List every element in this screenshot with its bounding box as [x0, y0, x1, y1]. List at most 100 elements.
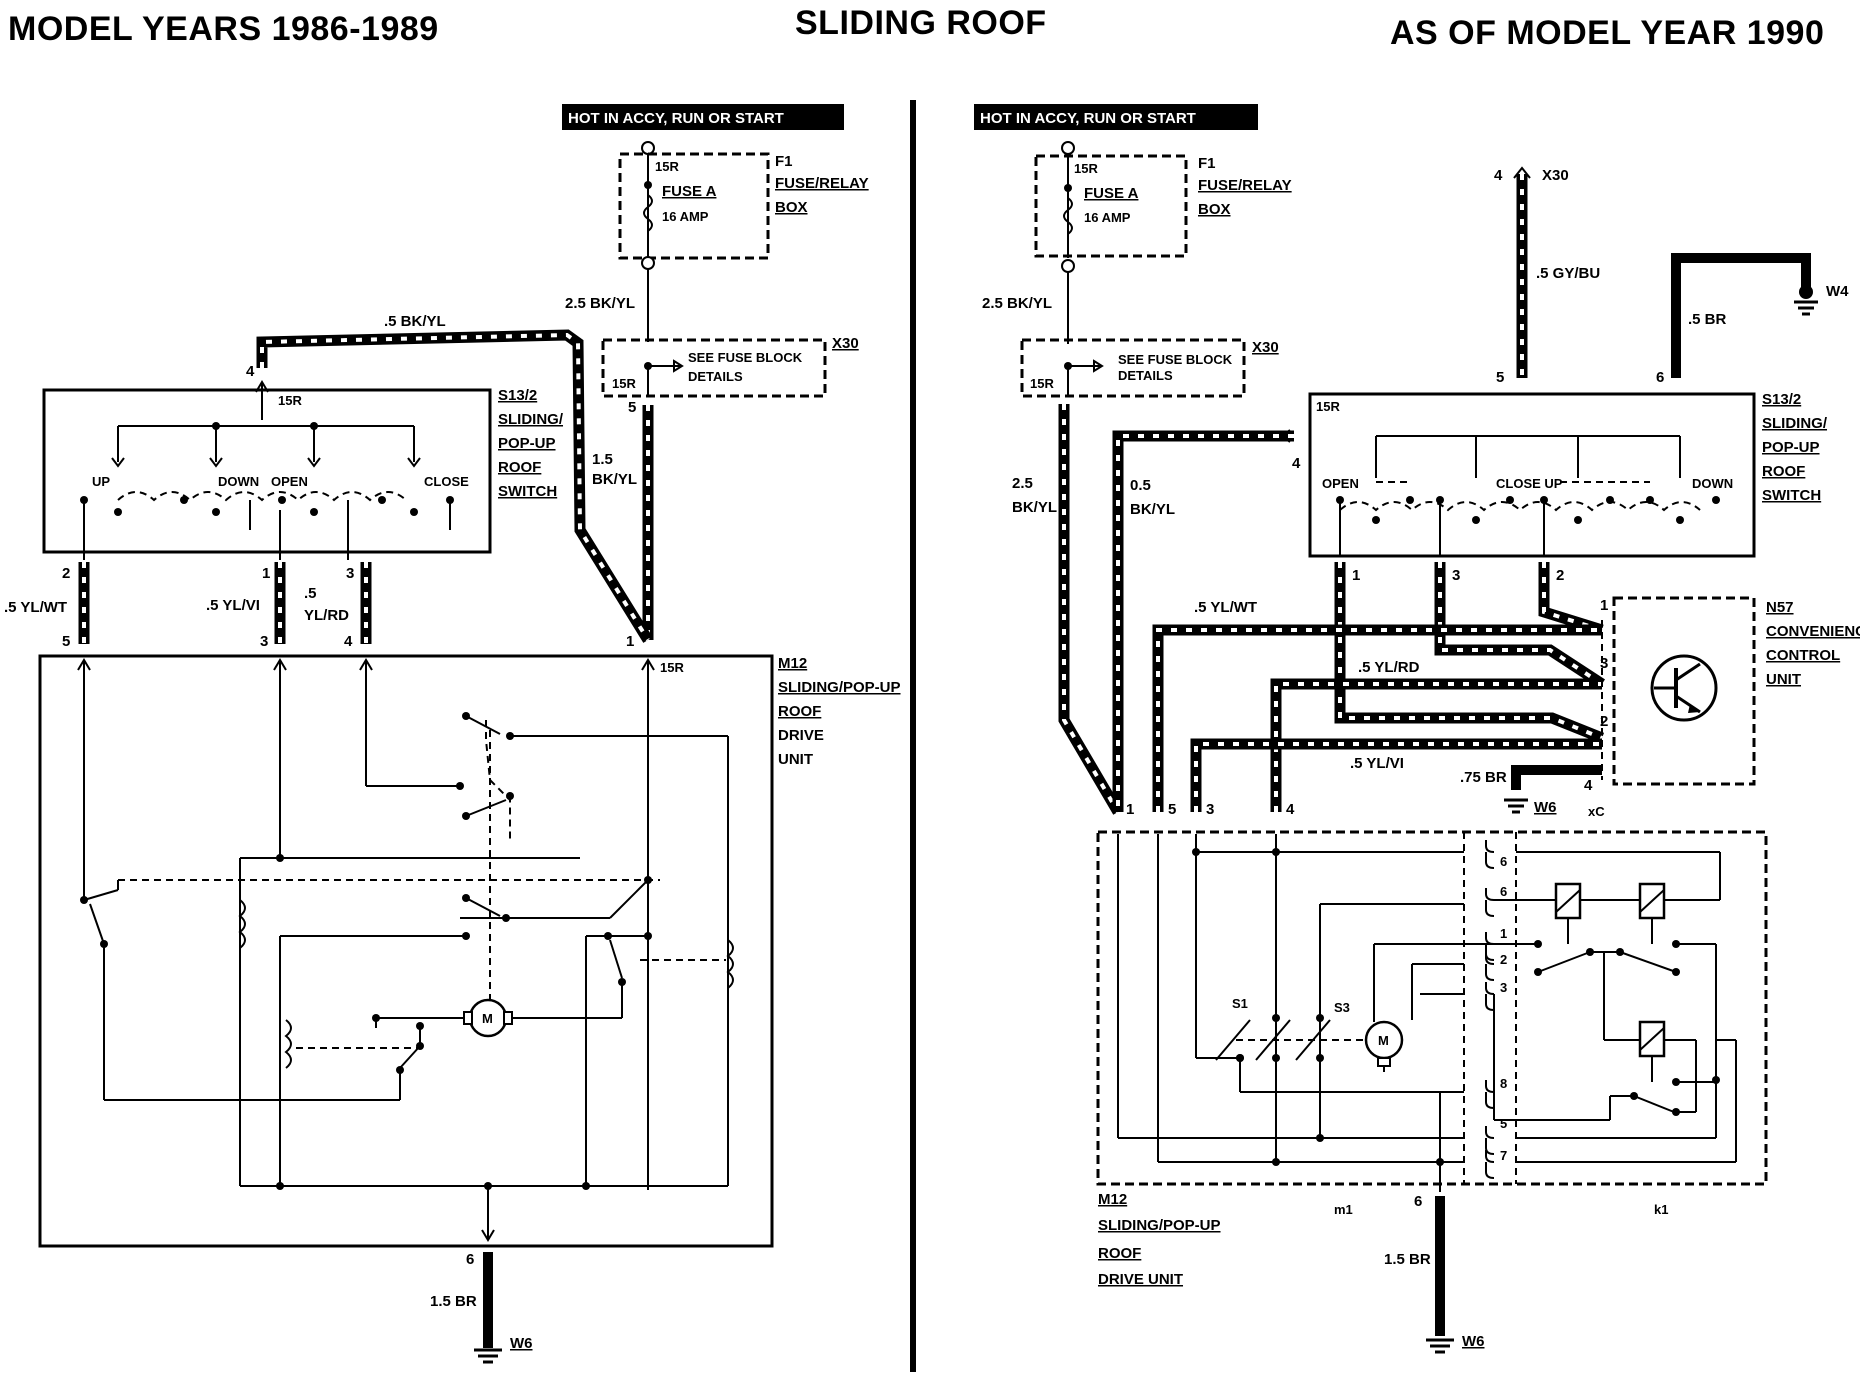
right-drive-id: M12 — [1098, 1191, 1127, 1208]
right-wire-rd: .5 YL/RD — [1358, 659, 1420, 676]
left-switch-label-close: CLOSE — [424, 474, 469, 489]
right-ground-wire-label: 1.5 BR — [1384, 1251, 1431, 1268]
right-switch-pin-feed: 4 — [1292, 455, 1301, 472]
right-drive-pin-1: 1 — [1126, 801, 1134, 818]
left-wire-w3-size: .5 — [304, 585, 317, 602]
right-w4-label: W4 — [1826, 283, 1849, 300]
right-drive-pin-4: 4 — [1286, 801, 1295, 818]
right-inner-pin-6: 5 — [1500, 1116, 1507, 1131]
right-gy-label: .5 GY/BU — [1536, 265, 1600, 282]
right-drive-line1: SLIDING/POP-UP — [1098, 1217, 1221, 1234]
right-fuse-block-id: X30 — [1252, 339, 1279, 356]
left-fuse-box — [618, 152, 770, 260]
right-w6-mid-ground-symbol — [1504, 798, 1528, 814]
right-switch-terminal: 15R — [1316, 399, 1340, 414]
left-switch-pin-feed: 4 — [246, 363, 255, 380]
right-inner-pin-4: 3 — [1500, 980, 1507, 995]
left-fuse-box-line1: FUSE/RELAY — [775, 175, 869, 192]
right-transistor-icon — [1650, 654, 1718, 722]
left-fuse-box-id: F1 — [775, 153, 793, 170]
left-drive-pin-3: 3 — [260, 633, 268, 650]
left-wire-w2: .5 YL/WT — [4, 599, 67, 616]
right-br-label: .5 BR — [1688, 311, 1727, 328]
left-switch-label-open: OPEN — [271, 474, 308, 489]
right-m1-label: m1 — [1334, 1202, 1353, 1217]
right-control-unit-pin-1: 1 — [1600, 597, 1608, 614]
right-control-unit-box — [1612, 596, 1756, 786]
left-fuse-block-line1: SEE FUSE BLOCK — [688, 350, 803, 365]
right-hot-label-bg — [974, 104, 1258, 130]
right-fuse-rating: 16 AMP — [1084, 210, 1131, 225]
left-switch-pin-3: 3 — [346, 565, 354, 582]
left-fuse-block-line2: DETAILS — [688, 369, 743, 384]
right-switch-box — [1308, 392, 1756, 558]
left-drive-line2: ROOF — [778, 703, 821, 720]
left-switch-line2: POP-UP — [498, 435, 556, 452]
right-switch-line4: SWITCH — [1762, 487, 1821, 504]
right-br-wire — [1671, 253, 1811, 378]
left-drive-id: M12 — [778, 655, 807, 672]
right-inner-connectors — [1485, 840, 1495, 1179]
right-hot-label: HOT IN ACCY, RUN OR START — [980, 110, 1196, 127]
left-fuse-block-terminal: 15R — [612, 376, 636, 391]
left-feed-label: 2.5 BK/YL — [565, 295, 635, 312]
right-fuse-name: FUSE A — [1084, 185, 1139, 202]
left-signal-wires — [78, 562, 372, 644]
left-drive-pin-1: 1 — [626, 633, 634, 650]
left-diagram: HOT IN ACCY, RUN OR START 15R FUSE A 16 … — [4, 104, 901, 1364]
right-switch-id: S13/2 — [1762, 391, 1801, 408]
left-switch-label-up: UP — [92, 474, 110, 489]
left-drive-line1: SLIDING/POP-UP — [778, 679, 901, 696]
left-fuse-symbol — [643, 194, 653, 232]
right-inner-pin-2: 1 — [1500, 926, 1507, 941]
right-drive-internals — [1117, 834, 1737, 1192]
right-switch-label-closeup: CLOSE UP — [1496, 476, 1563, 491]
left-switch-line1: SLIDING/ — [498, 411, 564, 428]
left-wire-w1: .5 YL/VI — [206, 597, 260, 614]
left-hot-label: HOT IN ACCY, RUN OR START — [568, 110, 784, 127]
right-switch-line2: POP-UP — [1762, 439, 1820, 456]
right-drive-feed-color: BK/YL — [1012, 499, 1057, 516]
left-switch-box — [42, 388, 492, 554]
right-inner-pin-0: 6 — [1500, 854, 1507, 869]
right-switch-feed-color: BK/YL — [1130, 501, 1175, 518]
right-x30-top-id: X30 — [1542, 167, 1569, 184]
right-control-unit-id: N57 — [1766, 599, 1794, 616]
left-wire-w3-color: YL/RD — [304, 607, 349, 624]
right-drive-feed-wire — [1058, 404, 1123, 815]
right-wire-vi: .5 YL/VI — [1350, 755, 1404, 772]
left-switch-feed-label: .5 BK/YL — [384, 313, 446, 330]
right-switch-contacts — [1336, 435, 1720, 556]
left-switch-pin-1: 1 — [262, 565, 270, 582]
right-switch-line1: SLIDING/ — [1762, 415, 1828, 432]
right-ground-label: W6 — [1462, 1333, 1485, 1350]
right-control-unit-line3: UNIT — [1766, 671, 1801, 688]
left-hot-terminal — [641, 141, 655, 155]
left-drive-feed-size: 1.5 — [592, 451, 613, 468]
right-drive-pin-3: 3 — [1206, 801, 1214, 818]
left-drive-line4: UNIT — [778, 751, 813, 768]
left-hot-label-bg — [562, 104, 844, 130]
right-fuse-block-line1: SEE FUSE BLOCK — [1118, 352, 1233, 367]
right-wire-wt: .5 YL/WT — [1194, 599, 1257, 616]
left-drive-pin-5: 5 — [62, 633, 70, 650]
left-fuse-name: FUSE A — [662, 183, 717, 200]
header-right: AS OF MODEL YEAR 1990 — [1390, 14, 1825, 52]
right-switch-pin-1: 1 — [1352, 567, 1360, 584]
right-control-unit-line2: CONTROL — [1766, 647, 1840, 664]
header-left: MODEL YEARS 1986-1989 — [8, 10, 439, 48]
left-switch-line3: ROOF — [498, 459, 541, 476]
right-inner-pin-3: 2 — [1500, 952, 1507, 967]
left-drive-ground-pin: 6 — [466, 1251, 474, 1268]
left-switch-pin-2: 2 — [62, 565, 70, 582]
right-switch-label-down: DOWN — [1692, 476, 1733, 491]
left-switch-line4: SWITCH — [498, 483, 557, 500]
right-switch-feed-size: 0.5 — [1130, 477, 1151, 494]
left-fuse-rating: 16 AMP — [662, 209, 709, 224]
left-switch-feed-wire — [256, 329, 653, 643]
right-wire-br75: .75 BR — [1460, 769, 1507, 786]
left-fuse-box-line2: BOX — [775, 199, 808, 216]
left-drive-feed-color: BK/YL — [592, 471, 637, 488]
right-diagram: HOT IN ACCY, RUN OR START 15R FUSE A 16 … — [974, 104, 1860, 1354]
